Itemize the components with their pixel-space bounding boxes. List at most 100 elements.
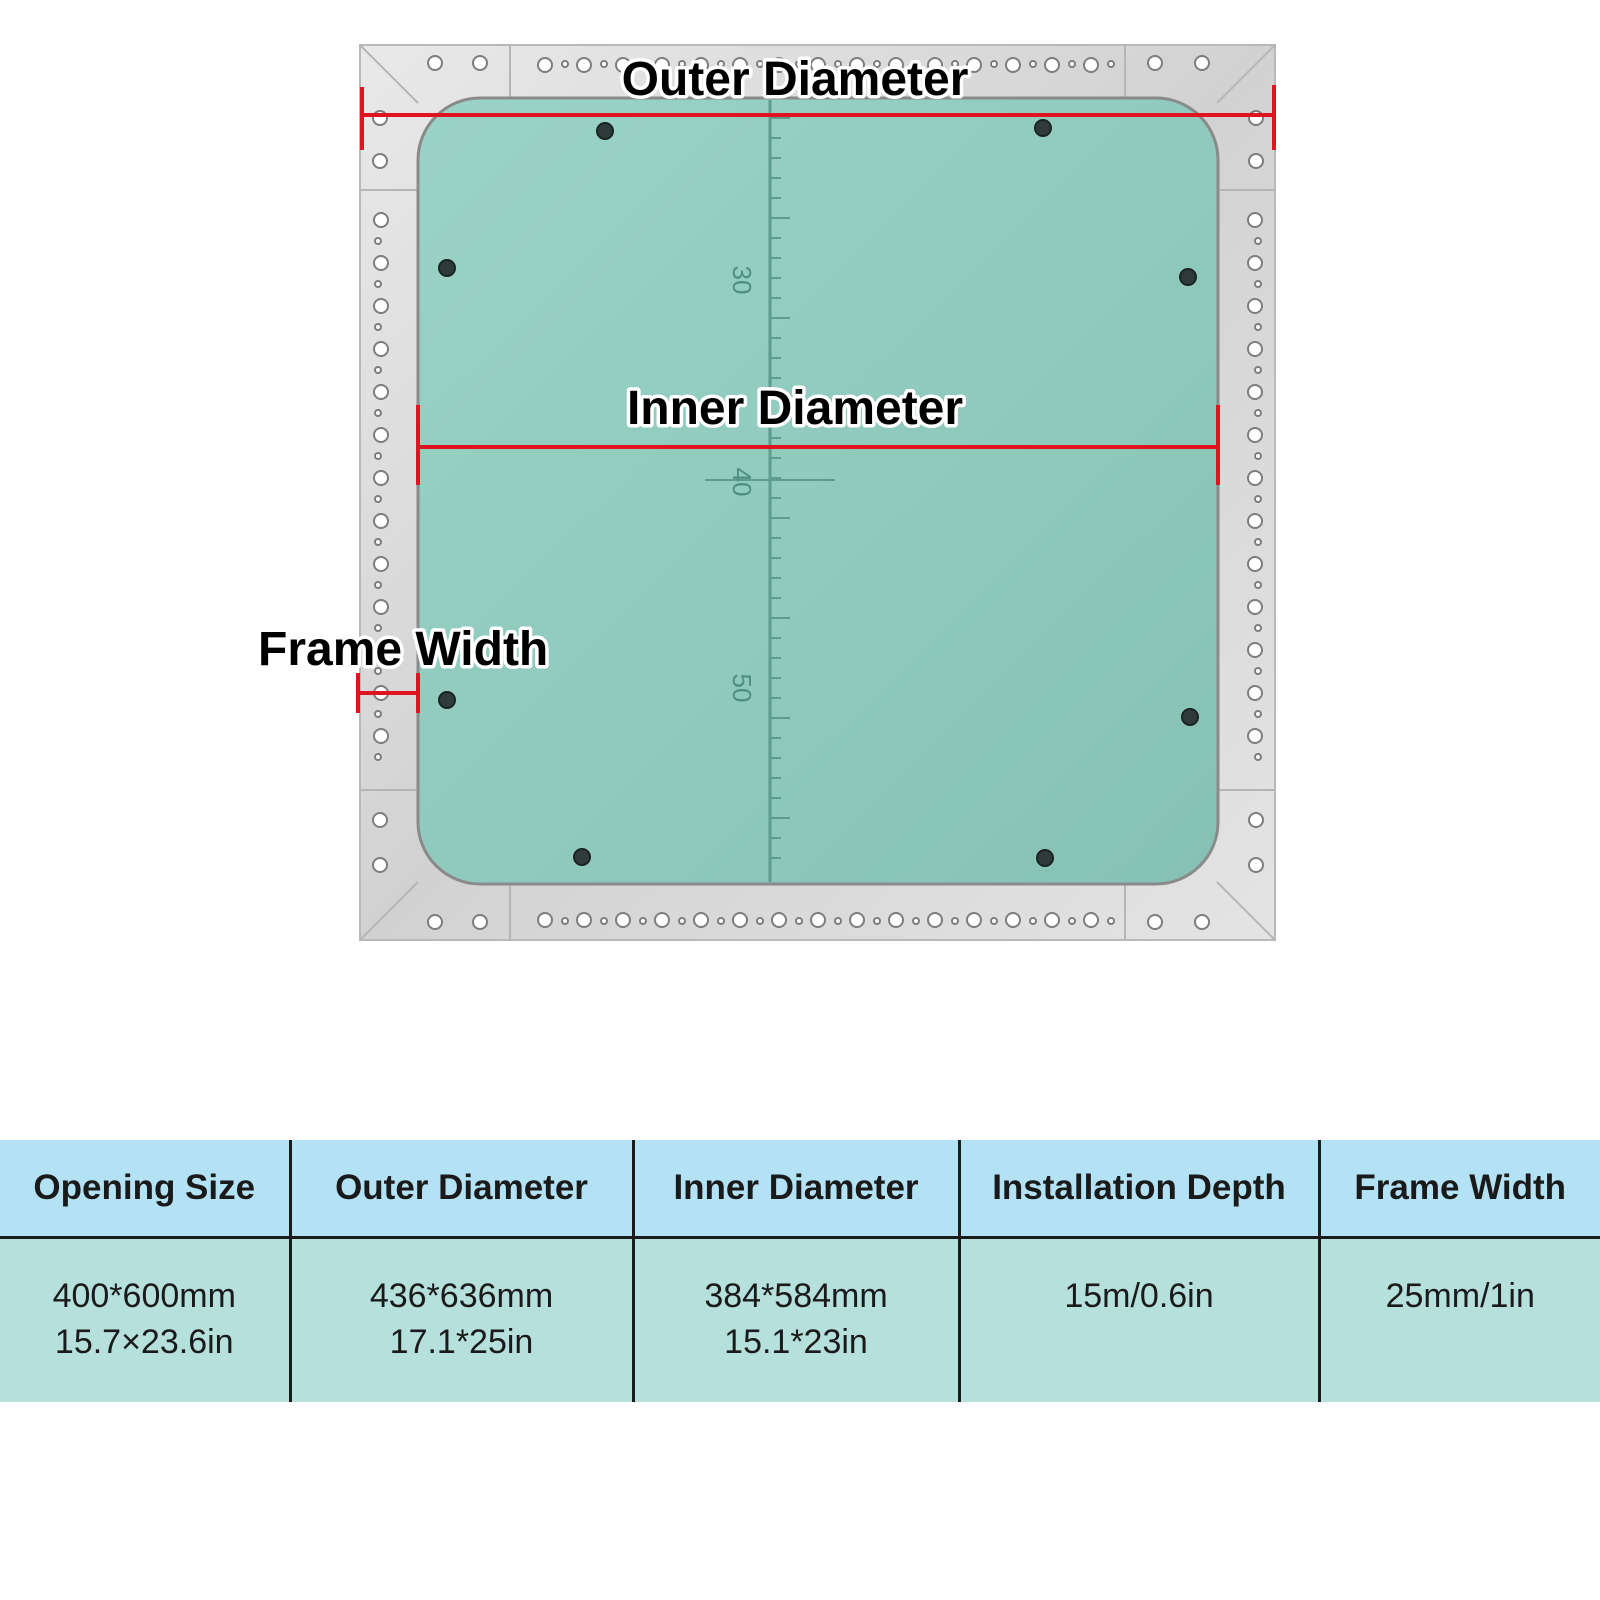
- cell-opening-size-in: 15.7×23.6in: [54, 1323, 234, 1361]
- mounting-hole: [472, 914, 488, 930]
- mounting-hole: [374, 624, 382, 632]
- mounting-hole: [912, 917, 920, 925]
- mounting-hole: [374, 280, 382, 288]
- mounting-hole: [756, 917, 764, 925]
- inner-diameter-dimension-line: [416, 405, 1220, 485]
- mounting-hole: [990, 60, 998, 68]
- mounting-hole: [639, 917, 647, 925]
- mounting-hole: [373, 513, 389, 529]
- cell-installation-depth-value: 15m/0.6in: [1064, 1277, 1214, 1315]
- mounting-hole: [1248, 153, 1264, 169]
- mounting-hole: [1247, 341, 1263, 357]
- mounting-hole: [1083, 912, 1099, 928]
- mounting-hole: [374, 667, 382, 675]
- mounting-hole: [1247, 599, 1263, 615]
- mounting-hole: [373, 341, 389, 357]
- mounting-hole: [373, 212, 389, 228]
- specification-table: Opening Size Outer Diameter Inner Diamet…: [0, 1140, 1600, 1402]
- mounting-hole: [373, 599, 389, 615]
- header-inner-diameter: Inner Diameter: [631, 1140, 959, 1239]
- mounting-hole: [374, 409, 382, 417]
- mounting-hole: [1254, 581, 1262, 589]
- mounting-hole: [849, 912, 865, 928]
- mounting-hole: [1147, 914, 1163, 930]
- mounting-hole: [1044, 912, 1060, 928]
- mounting-hole: [834, 60, 842, 68]
- mounting-hole: [1254, 624, 1262, 632]
- frame-width-label: Frame Width: [258, 623, 548, 676]
- mounting-hole: [576, 912, 592, 928]
- mounting-hole: [1247, 212, 1263, 228]
- mounting-hole: [1254, 452, 1262, 460]
- mounting-hole: [374, 366, 382, 374]
- ruler-number-50: 50: [727, 674, 757, 703]
- mounting-hole: [600, 60, 608, 68]
- inner-panel: [416, 96, 1220, 886]
- table-header-row: Opening Size Outer Diameter Inner Diamet…: [0, 1140, 1600, 1239]
- mounting-hole: [372, 857, 388, 873]
- mounting-hole: [1068, 60, 1076, 68]
- mounting-hole: [834, 917, 842, 925]
- mounting-hole: [639, 60, 647, 68]
- mounting-hole: [1194, 914, 1210, 930]
- mounting-hole: [1247, 470, 1263, 486]
- mounting-hole: [795, 60, 803, 68]
- mounting-hole: [1247, 556, 1263, 572]
- mounting-hole: [1147, 55, 1163, 71]
- mounting-hole: [732, 912, 748, 928]
- mounting-hole: [615, 57, 631, 73]
- mounting-hole: [1247, 427, 1263, 443]
- frame-corner-seams: [359, 44, 1276, 941]
- mounting-hole: [373, 470, 389, 486]
- cell-outer-diameter-in: 17.1*25in: [389, 1323, 534, 1361]
- mounting-hole: [1029, 917, 1037, 925]
- access-panel-diagram: 30 40 50 Outer Diameter Inner Diameter F…: [258, 44, 1276, 941]
- mounting-hole: [810, 912, 826, 928]
- mounting-hole: [472, 55, 488, 71]
- panel-screws: [438, 119, 1199, 867]
- mounting-hole: [427, 914, 443, 930]
- mounting-hole: [1254, 237, 1262, 245]
- ruler-ticks: [770, 117, 790, 859]
- mounting-hole: [1254, 538, 1262, 546]
- mounting-hole: [717, 60, 725, 68]
- mounting-hole: [990, 917, 998, 925]
- mounting-hole: [1247, 728, 1263, 744]
- mounting-hole: [795, 917, 803, 925]
- mounting-hole: [1254, 667, 1262, 675]
- screw: [596, 122, 614, 140]
- header-outer-diameter: Outer Diameter: [288, 1140, 633, 1239]
- mounting-hole: [966, 912, 982, 928]
- mounting-hole: [693, 57, 709, 73]
- mounting-hole: [951, 917, 959, 925]
- cell-opening-size-mm: 400*600mm: [52, 1277, 236, 1315]
- mounting-hole: [374, 753, 382, 761]
- mounting-hole: [1254, 409, 1262, 417]
- mounting-hole: [373, 298, 389, 314]
- outer-diameter-label: Outer Diameter: [622, 53, 969, 106]
- mounting-hole: [771, 912, 787, 928]
- mounting-hole: [1248, 857, 1264, 873]
- mounting-hole: [810, 57, 826, 73]
- screw: [1036, 849, 1054, 867]
- header-installation-depth: Installation Depth: [957, 1140, 1319, 1239]
- mounting-hole: [1068, 917, 1076, 925]
- mounting-hole: [873, 917, 881, 925]
- mounting-hole: [1254, 753, 1262, 761]
- mounting-hole: [1254, 323, 1262, 331]
- mounting-hole: [1083, 57, 1099, 73]
- mounting-hole: [1254, 495, 1262, 503]
- mounting-hole: [1254, 710, 1262, 718]
- mounting-hole: [951, 60, 959, 68]
- mounting-hole: [1029, 60, 1037, 68]
- mounting-hole: [561, 60, 569, 68]
- screw: [438, 691, 456, 709]
- mounting-hole: [372, 153, 388, 169]
- cell-frame-width-value: 25mm/1in: [1385, 1277, 1535, 1315]
- frame-width-dimension-line: [356, 673, 420, 713]
- mounting-hole: [374, 495, 382, 503]
- outer-diameter-dimension-line: [360, 85, 1276, 150]
- mounting-hole: [427, 55, 443, 71]
- mounting-hole: [1247, 255, 1263, 271]
- cell-inner-diameter-in: 15.1*23in: [724, 1323, 868, 1361]
